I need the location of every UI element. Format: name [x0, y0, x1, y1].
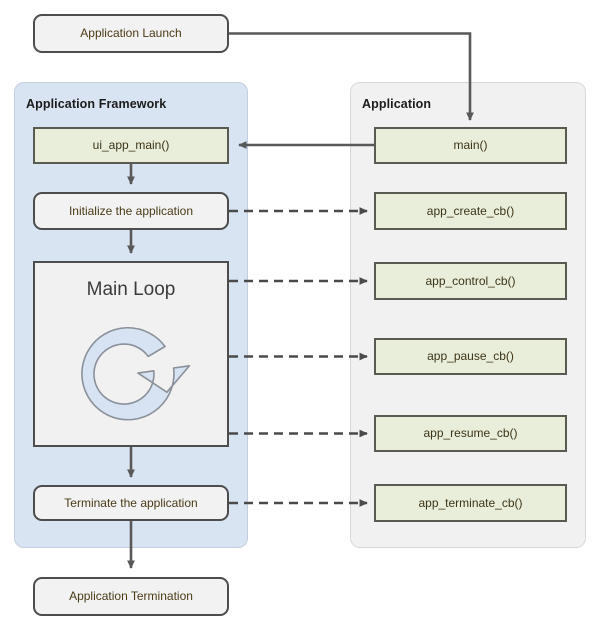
circular-loop-arrow-icon [68, 315, 194, 436]
node-terminate-the-application[interactable]: Terminate the application [33, 485, 229, 521]
application-framework-panel-title: Application Framework [26, 97, 167, 111]
application-panel-title: Application [362, 97, 432, 111]
node-initialize-the-application[interactable]: Initialize the application [33, 192, 229, 230]
node-app-control-cb[interactable]: app_control_cb() [374, 262, 567, 300]
main-loop-label: Main Loop [86, 279, 176, 300]
node-app-pause-cb[interactable]: app_pause_cb() [374, 338, 567, 375]
node-application-termination[interactable]: Application Termination [33, 577, 229, 616]
node-main[interactable]: main() [374, 127, 567, 164]
node-app-resume-cb[interactable]: app_resume_cb() [374, 415, 567, 452]
node-app-create-cb[interactable]: app_create_cb() [374, 192, 567, 230]
node-application-launch[interactable]: Application Launch [33, 14, 229, 53]
node-main-loop[interactable]: Main Loop [33, 261, 229, 447]
node-ui-app-main[interactable]: ui_app_main() [33, 127, 229, 164]
node-app-terminate-cb[interactable]: app_terminate_cb() [374, 484, 567, 522]
